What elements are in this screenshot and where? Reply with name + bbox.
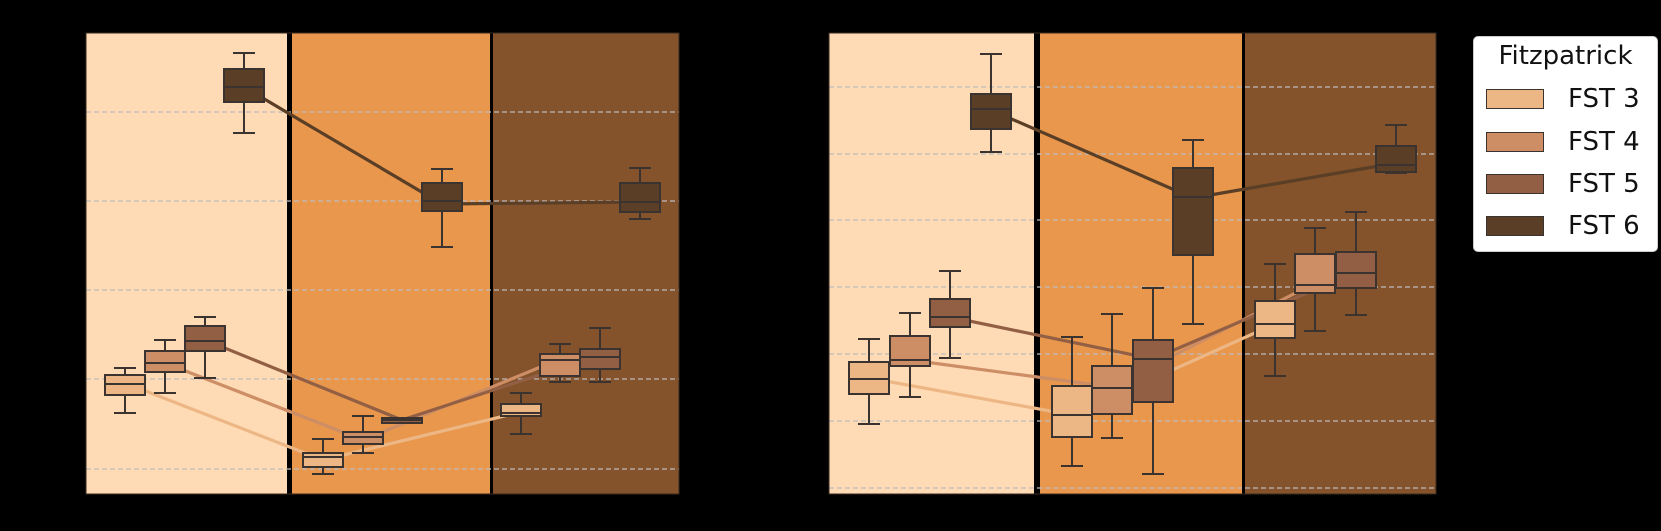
box-body bbox=[889, 335, 931, 367]
box-body bbox=[1091, 365, 1133, 415]
box bbox=[889, 312, 931, 398]
legend-swatch-fst5 bbox=[1486, 174, 1544, 194]
legend: Fitzpatrick FST 3 FST 4 FST 5 FST 6 bbox=[1473, 36, 1658, 252]
box-body bbox=[1254, 300, 1296, 339]
legend-swatch-fst4 bbox=[1486, 132, 1544, 152]
box bbox=[848, 338, 890, 425]
box-body bbox=[970, 93, 1012, 130]
box-body bbox=[539, 353, 581, 377]
legend-item-fst5: FST 5 bbox=[1486, 169, 1640, 199]
box-body bbox=[421, 182, 463, 212]
box bbox=[619, 167, 661, 220]
left-boxplot-panel bbox=[85, 32, 680, 495]
box-body bbox=[144, 350, 186, 373]
legend-swatch-fst6 bbox=[1486, 216, 1544, 236]
group-background bbox=[86, 33, 287, 494]
box bbox=[1375, 124, 1417, 174]
legend-item-fst4: FST 4 bbox=[1486, 127, 1640, 157]
box bbox=[1254, 263, 1296, 377]
legend-label: FST 3 bbox=[1568, 84, 1640, 114]
legend-label: FST 6 bbox=[1568, 211, 1640, 241]
legend-label: FST 5 bbox=[1568, 169, 1640, 199]
box bbox=[381, 417, 423, 424]
legend-item-fst6: FST 6 bbox=[1486, 211, 1640, 241]
box-body bbox=[1294, 253, 1336, 294]
box bbox=[1294, 227, 1336, 332]
box bbox=[1091, 313, 1133, 439]
box-body bbox=[184, 325, 226, 352]
legend-title: Fitzpatrick bbox=[1498, 41, 1633, 71]
box-body bbox=[619, 182, 661, 213]
legend-label: FST 4 bbox=[1568, 127, 1640, 157]
legend-item-fst3: FST 3 bbox=[1486, 84, 1640, 114]
box bbox=[929, 270, 971, 359]
box bbox=[421, 168, 463, 248]
box-body bbox=[1132, 339, 1174, 403]
box-body bbox=[500, 403, 542, 417]
right-boxplot-panel bbox=[828, 32, 1437, 495]
box bbox=[144, 339, 186, 394]
box bbox=[579, 327, 621, 383]
box bbox=[104, 367, 146, 414]
box bbox=[1132, 287, 1174, 475]
legend-swatch-fst3 bbox=[1486, 89, 1544, 109]
plot-frame bbox=[828, 32, 1437, 495]
box bbox=[184, 316, 226, 379]
plot-frame bbox=[85, 32, 680, 495]
box-body bbox=[223, 68, 265, 103]
box-body bbox=[1051, 385, 1093, 438]
box bbox=[342, 415, 384, 454]
box bbox=[1172, 139, 1214, 325]
box-body bbox=[1335, 251, 1377, 289]
box bbox=[500, 392, 542, 435]
box bbox=[1335, 211, 1377, 316]
group-background bbox=[493, 33, 679, 494]
box-body bbox=[579, 348, 621, 370]
box-body bbox=[1375, 145, 1417, 173]
box-body bbox=[1172, 167, 1214, 256]
box bbox=[970, 53, 1012, 153]
box-body bbox=[302, 452, 344, 468]
box-body bbox=[929, 298, 971, 328]
box bbox=[223, 52, 265, 134]
box bbox=[302, 438, 344, 475]
